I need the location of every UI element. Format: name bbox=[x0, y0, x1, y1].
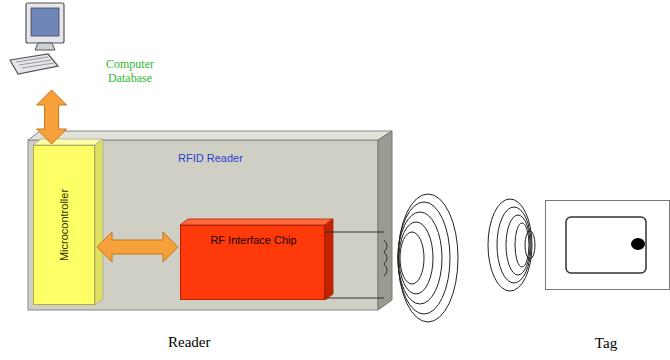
reader-coil bbox=[398, 194, 458, 322]
computer-icon bbox=[10, 3, 64, 74]
double-arrow bbox=[97, 232, 178, 262]
tag-box: Tag bbox=[545, 200, 670, 290]
node-label: Computer Database bbox=[97, 58, 163, 86]
tag-chip-dot bbox=[631, 238, 645, 250]
antenna-wire bbox=[384, 240, 387, 276]
reader-housing bbox=[28, 131, 392, 310]
node-label: RFID Reader bbox=[178, 152, 278, 165]
node-label: RF Interface Chip bbox=[187, 234, 320, 247]
antenna-wire bbox=[325, 232, 384, 298]
tag-waves bbox=[488, 199, 535, 291]
chip-face bbox=[95, 139, 103, 305]
microcontroller-box: Microcontroller bbox=[33, 145, 95, 305]
tag-chip bbox=[546, 201, 670, 291]
chip-face bbox=[325, 219, 333, 300]
computer-node: Computer Database bbox=[5, 2, 163, 88]
part-label: Reader bbox=[168, 334, 210, 351]
double-arrow bbox=[37, 90, 67, 144]
node-label: Microcontroller bbox=[58, 189, 71, 261]
tag-inlay bbox=[566, 217, 646, 273]
node-label: Tag bbox=[576, 335, 636, 352]
rf-chip-box: RF Interface Chip bbox=[180, 225, 325, 300]
reader-housing: RFID ReaderMicrocontroller RF Interface C… bbox=[28, 140, 378, 310]
